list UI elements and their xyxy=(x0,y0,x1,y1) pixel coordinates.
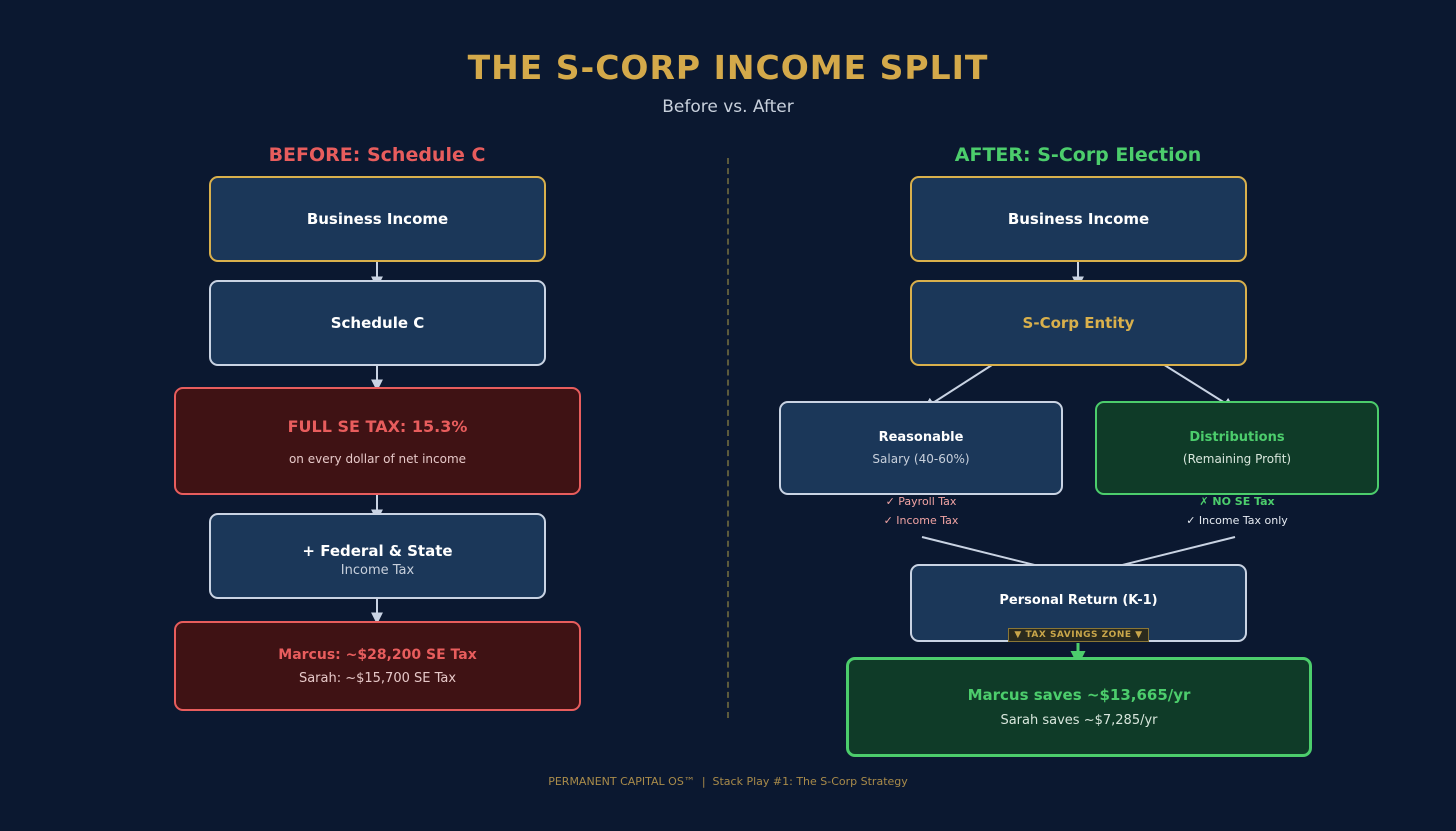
after-heading: AFTER: S-Corp Election xyxy=(954,144,1202,166)
distributions-title: Distributions xyxy=(1189,430,1285,445)
dist-note-income-only: ✓ Income Tax only xyxy=(1186,514,1288,527)
diagram-subtitle: Before vs. After xyxy=(662,97,794,117)
before-heading: BEFORE: Schedule C xyxy=(268,144,486,166)
full-se-tax-title: FULL SE TAX: 15.3% xyxy=(287,416,468,436)
distributions-sub: (Remaining Profit) xyxy=(1182,452,1292,466)
footer: PERMANENT CAPITAL OS™ | Stack Play #1: T… xyxy=(548,775,908,788)
schedule-c-label: Schedule C xyxy=(330,314,425,332)
s-corp-entity-box: S-Corp Entity xyxy=(910,280,1247,366)
distributions-box: Distributions (Remaining Profit) xyxy=(1095,401,1379,495)
income-tax-sub: Income Tax xyxy=(340,563,415,578)
salary-note-payroll: ✓ Payroll Tax xyxy=(885,495,957,508)
after-result-box: Marcus saves ~$13,665/yr Sarah saves ~$7… xyxy=(846,657,1312,757)
diagram-title: THE S-CORP INCOME SPLIT xyxy=(467,48,989,87)
after-business-income-label: Business Income xyxy=(1007,210,1150,228)
dist-note-no-se: ✗ NO SE Tax xyxy=(1199,495,1275,508)
full-se-tax-box: FULL SE TAX: 15.3% on every dollar of ne… xyxy=(174,387,581,495)
tax-savings-zone-label: ▼ TAX SAVINGS ZONE ▼ xyxy=(1008,628,1149,642)
before-result-marcus: Marcus: ~$28,200 SE Tax xyxy=(278,646,477,663)
schedule-c-box: Schedule C xyxy=(209,280,546,366)
salary-sub: Salary (40-60%) xyxy=(872,452,970,466)
salary-box: Reasonable Salary (40-60%) xyxy=(779,401,1063,495)
income-tax-title: + Federal & State xyxy=(302,542,453,560)
before-business-income-label: Business Income xyxy=(306,210,449,228)
salary-note-income: ✓ Income Tax xyxy=(883,514,959,527)
before-business-income-box: Business Income xyxy=(209,176,546,262)
salary-title: Reasonable xyxy=(878,430,964,445)
after-result-sarah: Sarah saves ~$7,285/yr xyxy=(1000,713,1158,728)
s-corp-entity-label: S-Corp Entity xyxy=(1022,314,1135,332)
after-result-marcus: Marcus saves ~$13,665/yr xyxy=(967,686,1191,704)
income-tax-box: + Federal & State Income Tax xyxy=(209,513,546,599)
after-business-income-box: Business Income xyxy=(910,176,1247,262)
personal-return-label: Personal Return (K-1) xyxy=(999,592,1158,608)
before-result-box: Marcus: ~$28,200 SE Tax Sarah: ~$15,700 … xyxy=(174,621,581,711)
before-result-sarah: Sarah: ~$15,700 SE Tax xyxy=(298,670,457,686)
column-divider xyxy=(727,158,729,718)
full-se-tax-sub: on every dollar of net income xyxy=(288,451,467,466)
